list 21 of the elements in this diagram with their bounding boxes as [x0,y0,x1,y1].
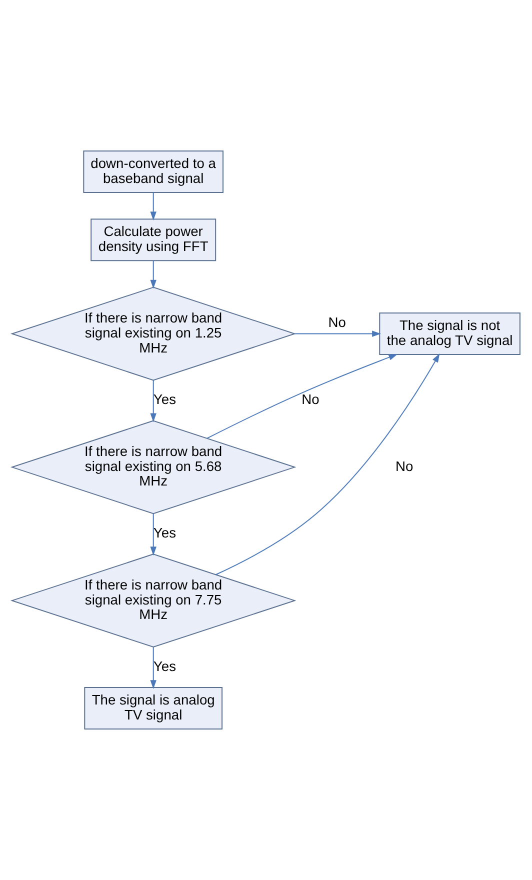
node-diamond: If there is narrow band signal existing on 1.25 MHz [10,286,296,381]
edge-label: Yes [153,391,176,408]
edge-label: Yes [153,524,176,541]
edge-label: No [302,391,320,408]
node-diamond: If there is narrow band signal existing on 7.75 MHz [10,554,296,648]
arrow [150,192,156,221]
arrow [150,646,156,689]
edge-label: Yes [153,658,176,674]
edge-label: No [328,314,346,330]
edge-label: No [396,458,414,474]
node-box: down-converted to a baseband signal [83,150,224,193]
node-diamond: If there is narrow band signal existing on 5.68 MHz [10,420,296,514]
node-box: Calculate power density using FFT [90,218,216,262]
arrow [150,380,156,422]
node-box: The signal is analog TV signal [84,687,223,730]
arrow [206,354,398,439]
arrow [215,353,440,576]
arrow [150,513,156,556]
arrow [294,330,381,337]
node-box: The signal is not the analog TV signal [379,312,520,356]
arrow [150,260,156,289]
